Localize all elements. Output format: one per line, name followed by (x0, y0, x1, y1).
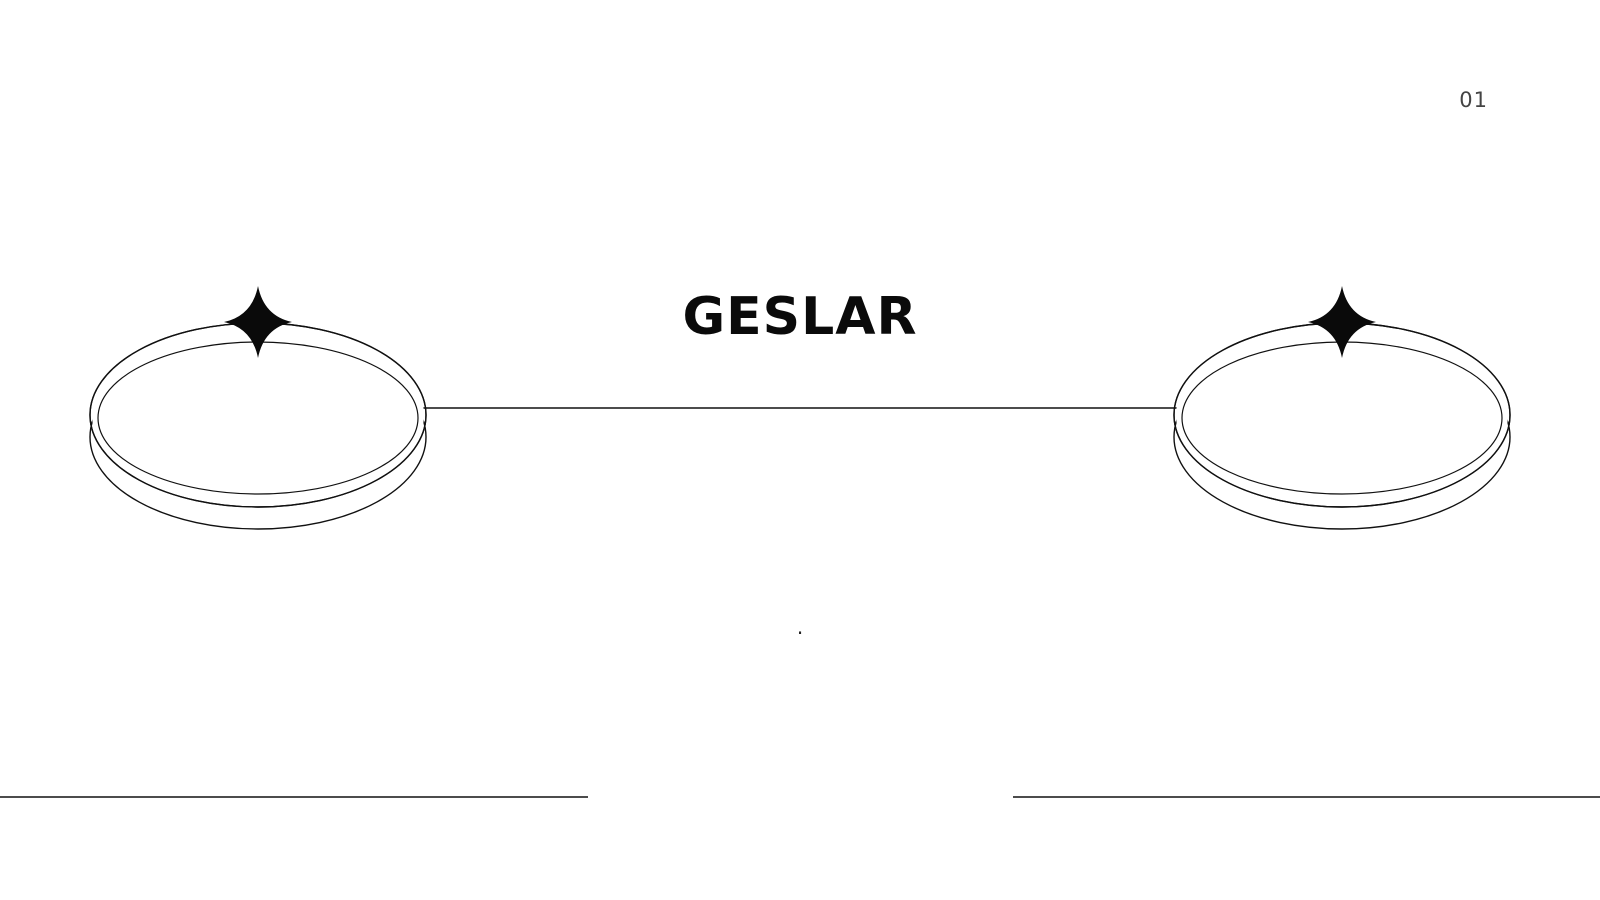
page-number: 01 (1459, 88, 1488, 112)
right-sparkle-icon (1308, 286, 1376, 358)
left-sparkle-icon (224, 286, 292, 358)
slide-subtitle: . (796, 615, 804, 639)
slide-title: GESLAR (682, 287, 918, 347)
